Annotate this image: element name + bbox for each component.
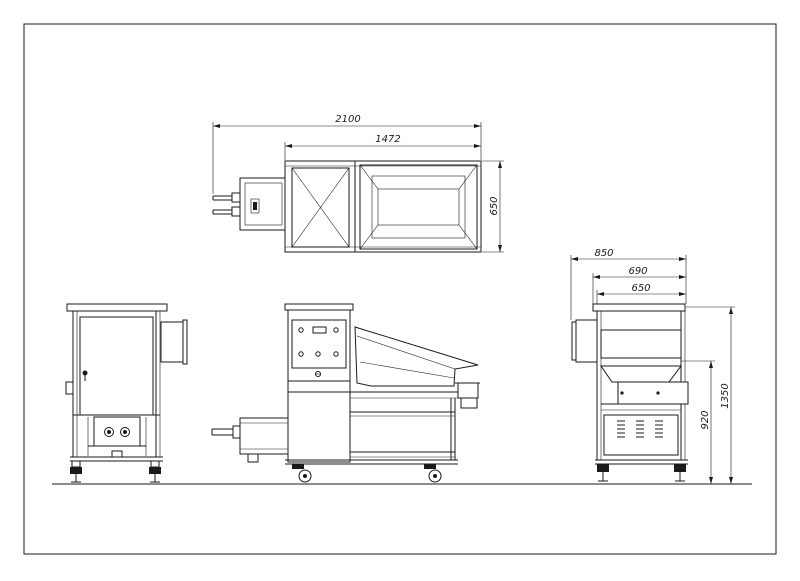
control-knob-icon <box>298 351 304 357</box>
control-panel <box>291 319 347 369</box>
dim-label-overall-length: 2100 <box>335 114 360 125</box>
dim-depth: 650 <box>482 160 504 253</box>
left-view-outlet-box <box>93 416 141 447</box>
control-knob-icon <box>333 327 339 333</box>
right-view-lower-cabinet <box>603 414 679 456</box>
right-end-view <box>571 303 689 482</box>
dim-label-depth: 650 <box>489 196 500 215</box>
dim-side-frame-width: 690 <box>592 266 686 304</box>
dim-side-outer-width: 850 <box>570 248 687 320</box>
front-view-cabinet <box>287 309 351 463</box>
dim-overall-length: 2100 <box>212 114 482 194</box>
right-view-discharge-box <box>617 381 689 405</box>
top-view <box>212 160 482 253</box>
drawing-border <box>23 23 777 555</box>
front-view <box>211 303 480 483</box>
control-knob-icon <box>333 351 339 357</box>
caster-wheel-icon <box>298 469 312 483</box>
control-knob-icon <box>315 351 321 357</box>
front-view-feeder <box>239 417 289 455</box>
dim-label-overall-height: 1350 <box>720 383 731 408</box>
top-view-hopper <box>359 164 478 250</box>
dim-label-side-frame-width: 690 <box>628 266 647 277</box>
dim-label-hopper-height: 920 <box>700 410 711 429</box>
left-view-door <box>79 316 154 416</box>
dim-hopper-height: 920 <box>681 360 715 484</box>
dim-side-base-width: 650 <box>596 283 686 304</box>
control-knob-icon <box>298 327 304 333</box>
dim-overall-height: 1350 <box>686 306 735 485</box>
dim-body-length: 1472 <box>284 134 481 160</box>
dim-label-side-outer-width: 850 <box>594 248 613 259</box>
top-view-feeder-housing <box>239 177 286 231</box>
front-view-hopper <box>354 326 479 387</box>
left-end-view <box>65 303 188 483</box>
caster-wheel-icon <box>428 469 442 483</box>
right-view-upper-panel <box>600 329 682 359</box>
top-view-body <box>284 160 482 253</box>
right-view-hopper <box>600 365 682 383</box>
vent-grille-icon <box>617 420 663 438</box>
dim-label-side-base-width: 650 <box>631 283 650 294</box>
top-view-motor-cover <box>291 167 350 248</box>
dim-label-body-length: 1472 <box>375 134 400 145</box>
display-window <box>312 326 327 334</box>
